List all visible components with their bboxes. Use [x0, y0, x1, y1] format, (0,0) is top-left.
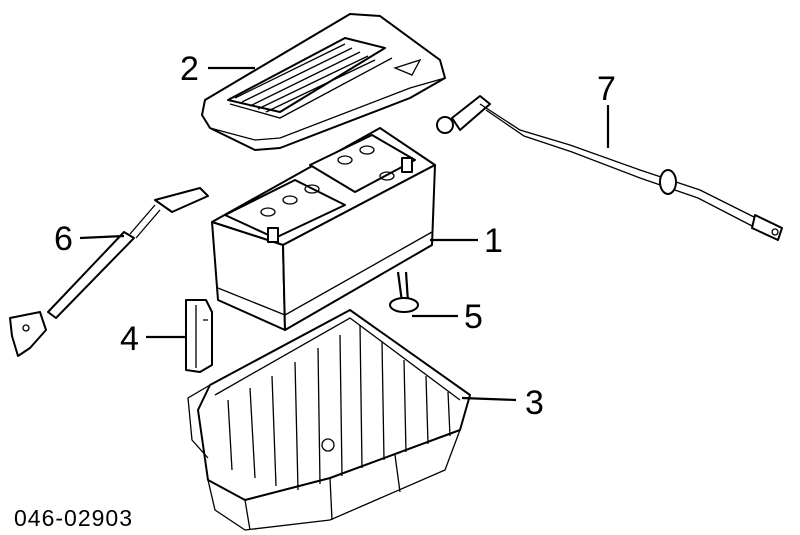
callout-5: 5 — [464, 298, 483, 336]
callout-2: 2 — [180, 50, 199, 88]
leader-lines — [79, 66, 610, 402]
battery-cover-part — [201, 13, 446, 151]
diagram-code: 046-02903 — [14, 505, 133, 531]
strap-part — [9, 187, 209, 357]
callout-7: 7 — [597, 70, 616, 108]
bolt-part — [389, 271, 419, 313]
battery-tray-part — [187, 309, 471, 531]
callout-4: 4 — [120, 320, 139, 358]
clamp-part — [185, 299, 213, 373]
callout-6: 6 — [54, 220, 73, 258]
cable-part — [436, 95, 783, 241]
callout-1: 1 — [484, 222, 503, 260]
battery-part — [211, 127, 436, 331]
callout-3: 3 — [525, 384, 544, 422]
